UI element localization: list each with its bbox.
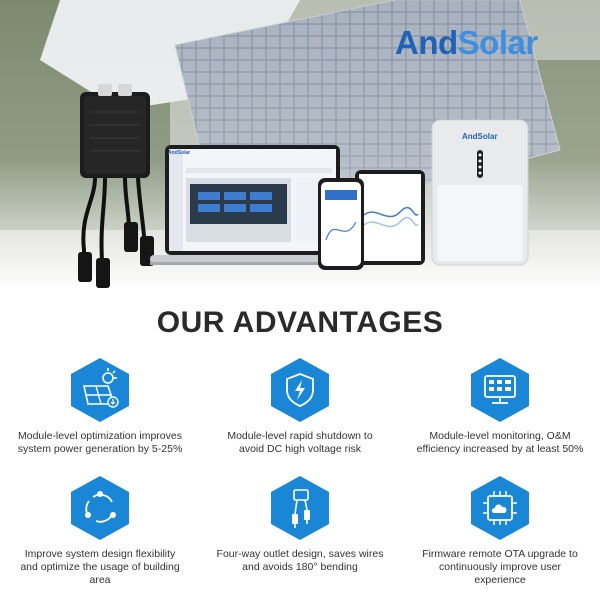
laptop-screen-logo: AndSolar [168, 150, 191, 156]
circular-layout-icon [71, 476, 129, 540]
advantage-text: Firmware remote OTA upgrade to continuou… [422, 548, 578, 586]
advantage-text: Improve system design flexibility and op… [20, 548, 180, 586]
advantage-item: Module-level rapid shutdown to avoid DC … [215, 356, 385, 456]
tablet [355, 170, 425, 265]
brand-name-and: And [395, 24, 458, 61]
advantage-item: Firmware remote OTA upgrade to continuou… [415, 474, 585, 587]
brand-name-solar: Solar [457, 24, 539, 61]
four-way-cable-icon [271, 476, 329, 540]
solar-panel-sun-icon [71, 358, 129, 422]
advantage-text: Module-level monitoring, O&M efficiency … [416, 430, 584, 455]
optimizer-device [78, 84, 154, 288]
advantage-item: Module-level monitoring, O&M efficiency … [415, 356, 585, 456]
monitor-grid-icon [471, 358, 529, 422]
cloud-chip-icon [471, 476, 529, 540]
advantage-item: Improve system design flexibility and op… [15, 474, 185, 587]
phone [318, 178, 364, 270]
laptop [150, 145, 355, 265]
advantage-item: Four-way outlet design, saves wires and … [215, 474, 385, 574]
brand-logo: AndSolar [395, 24, 585, 62]
advantage-item: Module-level optimization improves syste… [15, 356, 185, 456]
hero-banner: AndSolar AndSolar AndSolar [0, 0, 600, 290]
gateway-device [431, 119, 529, 266]
advantage-text: Module-level optimization improves syste… [17, 430, 183, 455]
advantage-text: Four-way outlet design, saves wires and … [216, 548, 384, 573]
advantage-text: Module-level rapid shutdown to avoid DC … [227, 430, 373, 455]
gateway-logo: AndSolar [462, 132, 498, 141]
lightning-shield-icon [271, 358, 329, 422]
hero-illustration: AndSolar [0, 0, 600, 290]
section-heading: OUR ADVANTAGES [156, 306, 444, 339]
